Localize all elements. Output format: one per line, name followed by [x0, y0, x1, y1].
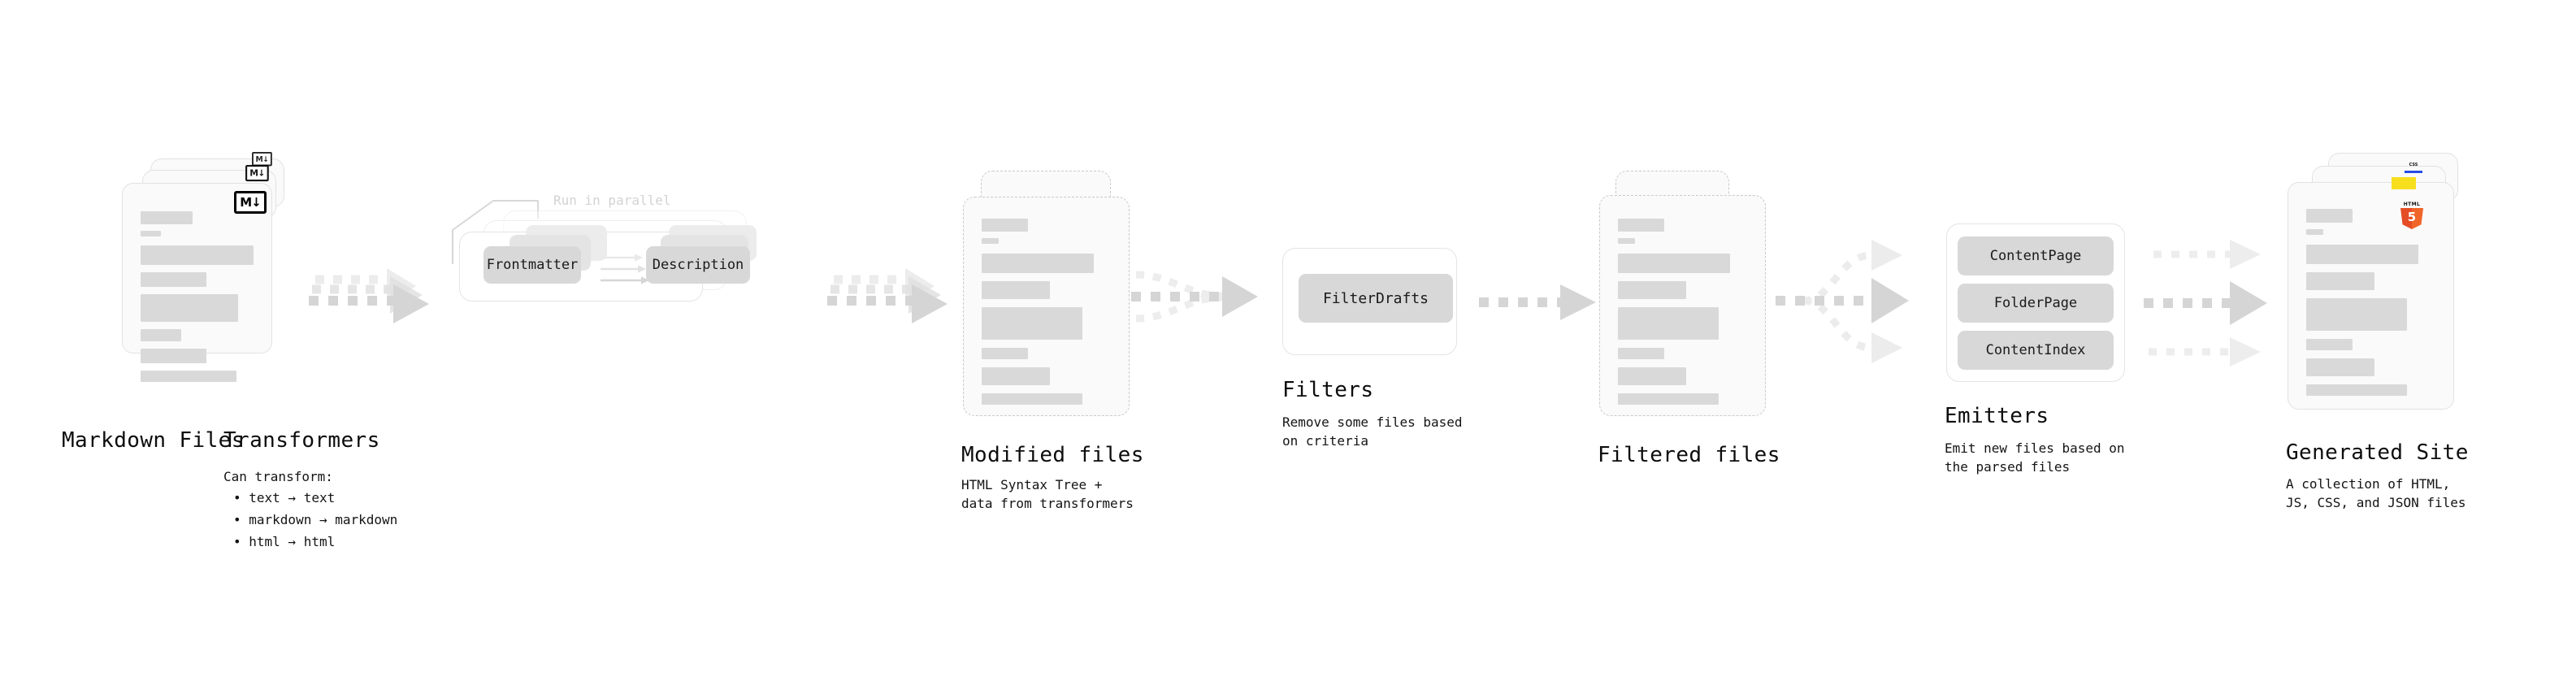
transformer-chip-frontmatter[interactable]: Frontmatter [484, 246, 581, 284]
subtitle-emitters: Emit new files based on the parsed files [1945, 440, 2125, 475]
caption-transformers: Transformers [223, 428, 380, 453]
stage-filtered-files: Filtered files [1598, 163, 1780, 467]
emitter-chip-contentpage[interactable]: ContentPage [1958, 236, 2114, 275]
run-in-parallel-bracket [452, 200, 539, 264]
generated-site-stack: CSS HTML 5 [2288, 153, 2474, 437]
caption-markdown-files: Markdown Files [62, 428, 245, 453]
html5-badge-word: HTML [2403, 202, 2421, 207]
transformers-bullet-3: • html → html [233, 534, 336, 549]
subtitle-transformers: Can transform: [223, 469, 333, 484]
subtitle-generated-site: A collection of HTML, JS, CSS, and JSON … [2286, 476, 2466, 511]
subtitle-filters: Remove some files based on criteria [1282, 414, 1463, 449]
transformer-inner-arrows [601, 254, 649, 284]
arrow-markdown-to-transformers [309, 268, 439, 325]
transformer-chip-description[interactable]: Description [646, 246, 750, 284]
html5-badge-five: 5 [2407, 210, 2417, 224]
css-badge-bar [2405, 171, 2422, 173]
html5-badge: HTML 5 [2400, 202, 2424, 229]
markdown-badge: M↓ [234, 191, 267, 214]
js-badge [2392, 177, 2416, 189]
emitter-chip-folderpage[interactable]: FolderPage [1958, 284, 2114, 323]
stage-modified-files: Modified files HTML Syntax Tree + data f… [961, 163, 1143, 511]
label-run-in-parallel: Run in parallel [553, 193, 671, 208]
modified-file-stack [963, 163, 1142, 439]
modified-doc-front [963, 197, 1130, 416]
markdown-badge-back-1: M↓ [245, 165, 269, 182]
caption-generated-site: Generated Site [2286, 440, 2469, 465]
stage-markdown-files: M↓ M↓ M↓ Markdown Files [62, 152, 301, 453]
subtitle-modified-files: HTML Syntax Tree + data from transformer… [961, 477, 1134, 512]
arrow-emitters-to-site [2139, 232, 2293, 374]
filters-chip-filterdrafts[interactable]: FilterDrafts [1299, 274, 1453, 323]
css-badge-label: CSS [2409, 163, 2418, 167]
markdown-doc-front [122, 183, 272, 382]
caption-emitters: Emitters [1945, 404, 2049, 428]
markdown-badge-back-2: M↓ [252, 152, 272, 167]
css-badge: CSS [2405, 163, 2422, 173]
arrow-filtered-to-emitters [1776, 228, 1930, 374]
filtered-file-stack [1599, 163, 1778, 439]
arrow-modified-to-filters [1131, 258, 1277, 340]
markdown-file-stack: M↓ M↓ M↓ [122, 152, 301, 427]
caption-filters: Filters [1282, 378, 1374, 402]
transformers-bullet-2: • markdown → markdown [233, 512, 398, 527]
arrow-transformers-to-modified [827, 268, 957, 325]
stage-generated-site: CSS HTML 5 Generated Site A collection o… [2286, 153, 2474, 510]
emitter-chip-contentindex[interactable]: ContentIndex [1958, 331, 2114, 370]
arrow-filters-to-filtered [1479, 284, 1617, 325]
transformers-bullet-1: • text → text [233, 490, 336, 505]
caption-modified-files: Modified files [961, 443, 1144, 467]
filtered-doc-front [1599, 195, 1766, 416]
site-doc-front [2288, 182, 2454, 410]
caption-filtered-files: Filtered files [1598, 443, 1780, 467]
